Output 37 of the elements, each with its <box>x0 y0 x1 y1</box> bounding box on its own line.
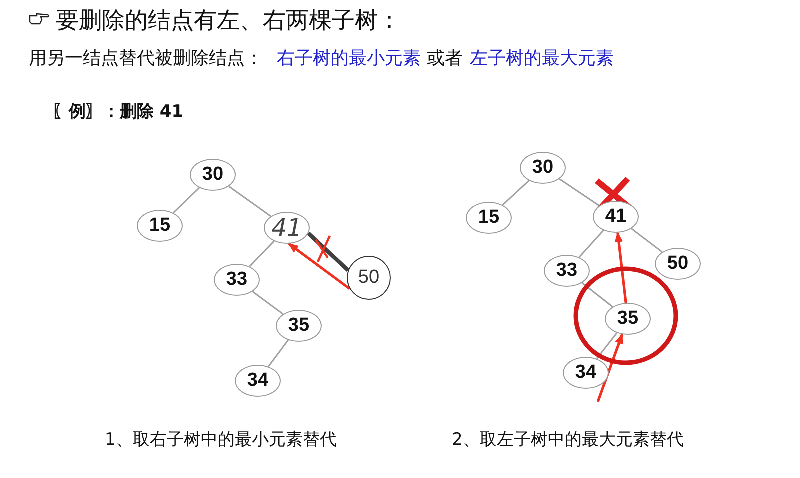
tree-node: 34 <box>563 357 609 389</box>
tree-branch <box>582 282 614 308</box>
tree-node: 35 <box>276 310 322 342</box>
caption-text: 2、取左子树中的最大元素替代 <box>452 429 684 451</box>
tree-branch <box>502 180 530 206</box>
tree-node: 33 <box>214 264 260 296</box>
arrow <box>288 242 351 290</box>
tree-branch <box>252 291 284 315</box>
tree-branch <box>578 230 604 258</box>
tree-node: 34 <box>235 365 281 397</box>
tree-node: 41 <box>264 212 310 244</box>
heading: 要删除的结点有左、右两棵子树： <box>56 7 401 36</box>
tree-node: 15 <box>137 210 183 242</box>
tree-node: 50 <box>655 248 701 280</box>
arrow <box>614 232 628 304</box>
description-text: 用另一结点替代被删除结点： <box>29 47 263 70</box>
caption-text: 1、取右子树中的最小元素替代 <box>105 429 337 451</box>
highlighted-text: 左子树的最大元素 <box>470 47 614 70</box>
highlighted-text: 右子树的最小元素 <box>277 47 421 70</box>
tree-branch <box>559 178 600 207</box>
tree-branch <box>228 186 272 218</box>
tree-node: 30 <box>520 152 566 184</box>
tree-node: 41 <box>593 201 639 233</box>
tree-node: 33 <box>544 255 590 287</box>
description-text: 或者 <box>427 47 463 70</box>
example-heading: 〖例〗：删除 41 <box>52 101 184 123</box>
arrow <box>596 334 624 402</box>
tree-branch <box>307 232 350 272</box>
tree-branch <box>631 228 663 253</box>
tree-node: 50 <box>347 256 391 300</box>
tree-branch <box>249 240 275 268</box>
tree-node: 35 <box>605 303 651 335</box>
tree-node: 30 <box>190 159 236 191</box>
tree-node: 15 <box>466 202 512 234</box>
tree-branch <box>268 340 289 368</box>
tree-branch <box>172 187 200 214</box>
tree-branch <box>596 332 618 360</box>
